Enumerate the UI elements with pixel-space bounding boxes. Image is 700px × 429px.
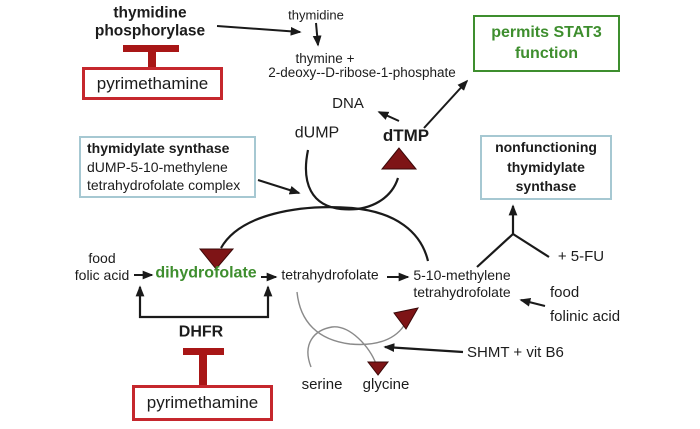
arrow-folinic-to-methylene: [519, 297, 546, 307]
inhibit-bar-top-stem: [148, 50, 156, 69]
dtmp-label: dTMP: [382, 125, 430, 145]
triangle-methylene: [393, 307, 419, 330]
food-folic-acid-label: food folic acid: [74, 250, 130, 283]
shmt-label: SHMT + vit B6: [467, 344, 564, 362]
stat3-label: permits STAT3 function: [491, 23, 602, 62]
arrow-thymidine-down: [312, 22, 322, 47]
nonfunctioning-ts-box: nonfunctioning thymidylate synthase: [480, 135, 612, 200]
inhibit-bar-top: [123, 45, 179, 52]
serine-label: serine: [301, 376, 343, 394]
arrow-dtmp-to-dna: [377, 111, 400, 122]
dna-label: DNA: [332, 95, 364, 113]
dihydrofolate-label: dihydrofolate: [155, 264, 257, 282]
ts-box-title: thymidylate synthase: [87, 140, 230, 157]
line-methylene-to-junction: [476, 233, 514, 268]
glycine-label: glycine: [362, 376, 410, 394]
pyrimethamine-box-bottom: pyrimethamine: [132, 385, 273, 421]
arrow-enzyme-to-reaction: [216, 25, 302, 36]
food-folinic-acid-label: food folinic acid: [550, 284, 621, 325]
pyrimethamine-box-top: pyrimethamine: [82, 67, 223, 100]
tetrahydrofolate-label: tetrahydrofolate: [281, 266, 379, 283]
stat3-box: permits STAT3 function: [473, 15, 620, 72]
dump-label: dUMP: [294, 124, 340, 142]
line-5fu-to-junction: [512, 233, 550, 258]
curve-methylene-to-dhf: [220, 206, 430, 262]
thymidylate-synthase-box: thymidylate synthase dUMP-5-10-methylene…: [79, 136, 256, 198]
inhibit-bar-bottom-stem: [199, 352, 207, 386]
arrow-shmt: [383, 343, 464, 354]
dhfr-label: DHFR: [178, 323, 224, 341]
arrow-ts-box: [257, 179, 301, 195]
pyrimethamine-bottom-label: pyrimethamine: [146, 393, 259, 412]
thymidine-phosphorylase-label: thymidine phosphorylase: [94, 4, 206, 40]
ts-box-body: dUMP-5-10-methylene tetrahydrofolate com…: [87, 158, 241, 194]
5fu-label: + 5-FU: [557, 248, 605, 266]
triangle-glycine: [366, 361, 390, 376]
arrow-dtmp-to-stat3: [423, 79, 469, 129]
pyrimethamine-top-label: pyrimethamine: [96, 73, 209, 93]
triangle-dihydrofolate: [198, 248, 235, 270]
triangle-dtmp: [380, 147, 418, 170]
thymidine-label: thymidine: [288, 7, 344, 23]
thymine-label: thymine +: [295, 51, 355, 67]
methylene-thf-label: 5-10-methylene tetrahydrofolate: [413, 267, 511, 300]
curve-thf-to-methylene: [296, 291, 408, 346]
nonfunctioning-ts-label: nonfunctioning thymidylate synthase: [495, 139, 597, 195]
curve-dump-to-dtmp: [304, 149, 400, 211]
inhibit-bar-bottom: [183, 348, 224, 355]
curve-serine-to-glycine: [307, 326, 377, 368]
deoxyribose-phosphate-label: 2-deoxy--D-ribose-1-phosphate: [268, 65, 456, 81]
